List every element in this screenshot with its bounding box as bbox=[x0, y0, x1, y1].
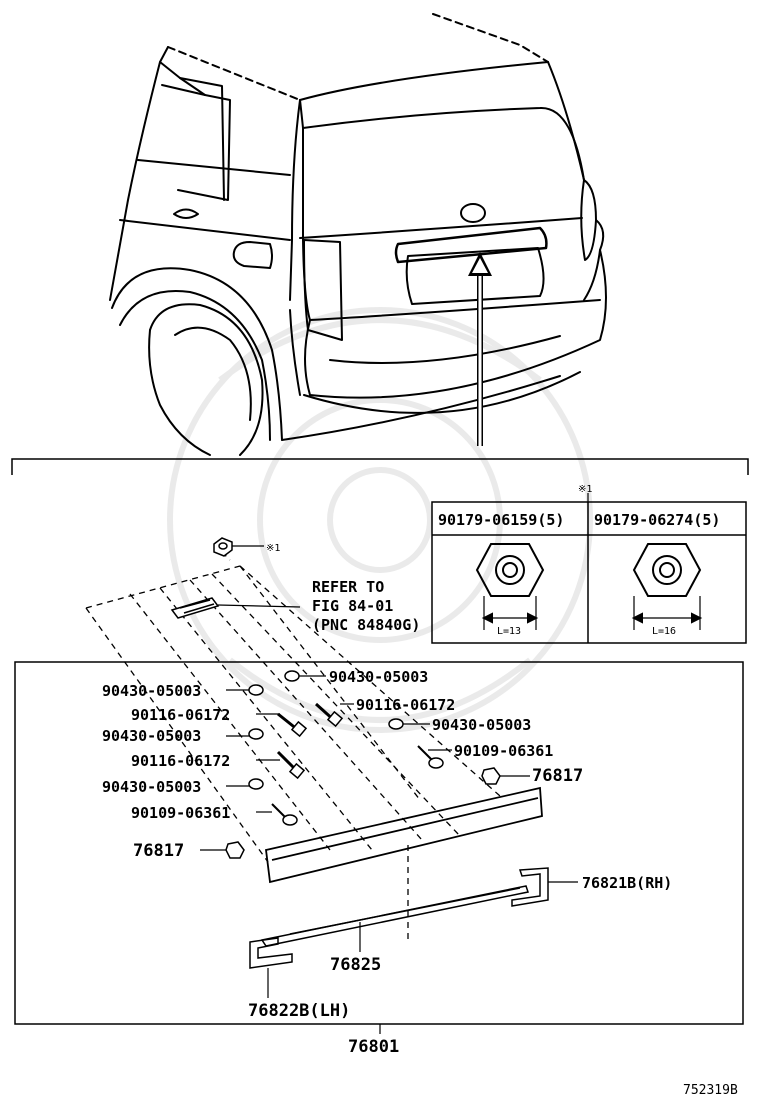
label-76801: 76801 bbox=[348, 1037, 399, 1057]
license-lamp-icon bbox=[170, 597, 220, 619]
label-90116-left-2: 90116-06172 bbox=[131, 752, 230, 770]
garnish-bar bbox=[265, 786, 543, 884]
label-90430-right-top: 90430-05003 bbox=[329, 668, 428, 686]
refer-line3: (PNC 84840G) bbox=[312, 616, 420, 634]
label-76825: 76825 bbox=[330, 955, 381, 975]
leader-lines bbox=[200, 675, 578, 1034]
label-90430-right-2: 90430-05003 bbox=[432, 716, 531, 734]
label-90430-left-3: 90430-05003 bbox=[102, 778, 201, 796]
washer-icon bbox=[388, 718, 404, 730]
washer-icon bbox=[248, 684, 264, 696]
top-nut-icon bbox=[213, 537, 233, 557]
refer-line1: REFER TO bbox=[312, 578, 384, 596]
washer-icon bbox=[284, 670, 300, 682]
figure-id: 752319B bbox=[683, 1083, 738, 1098]
label-76821b: 76821B(RH) bbox=[582, 874, 672, 892]
label-76817-right: 76817 bbox=[532, 766, 583, 786]
label-90430-left-1: 90430-05003 bbox=[102, 682, 201, 700]
flange-nut-right-icon bbox=[631, 543, 703, 630]
inset-mark: ※1 bbox=[578, 484, 592, 495]
label-76822b: 76822B(LH) bbox=[248, 1001, 350, 1021]
inset-right-header: 90179-06274(5) bbox=[594, 511, 720, 529]
label-76817-left: 76817 bbox=[133, 841, 184, 861]
fastener-icons bbox=[225, 670, 501, 859]
inset-right-length: L=16 bbox=[652, 626, 676, 637]
nut-inset-table bbox=[431, 501, 747, 644]
flange-nut-left-icon bbox=[475, 543, 545, 630]
label-90116-left-1: 90116-06172 bbox=[131, 706, 230, 724]
label-90116-right: 90116-06172 bbox=[356, 696, 455, 714]
refer-leader bbox=[217, 604, 301, 608]
section-bracket bbox=[11, 458, 749, 475]
inset-left-length: L=13 bbox=[497, 626, 521, 637]
molding-parts bbox=[249, 867, 549, 969]
washer-icon bbox=[248, 778, 264, 790]
label-90109-left: 90109-06361 bbox=[131, 804, 230, 822]
assembly-frame bbox=[14, 661, 744, 1025]
callout-arrow bbox=[468, 252, 492, 446]
vehicle-rear-illustration bbox=[109, 13, 607, 456]
label-90430-left-2: 90430-05003 bbox=[102, 727, 201, 745]
inset-left-header: 90179-06159(5) bbox=[438, 511, 564, 529]
panel-outline bbox=[85, 551, 501, 940]
refer-line2: FIG 84-01 bbox=[312, 597, 393, 615]
washer-icon bbox=[248, 728, 264, 740]
watermark-logo bbox=[167, 307, 593, 733]
top-nut-mark: ※1 bbox=[266, 543, 280, 554]
label-90109-right: 90109-06361 bbox=[454, 742, 553, 760]
